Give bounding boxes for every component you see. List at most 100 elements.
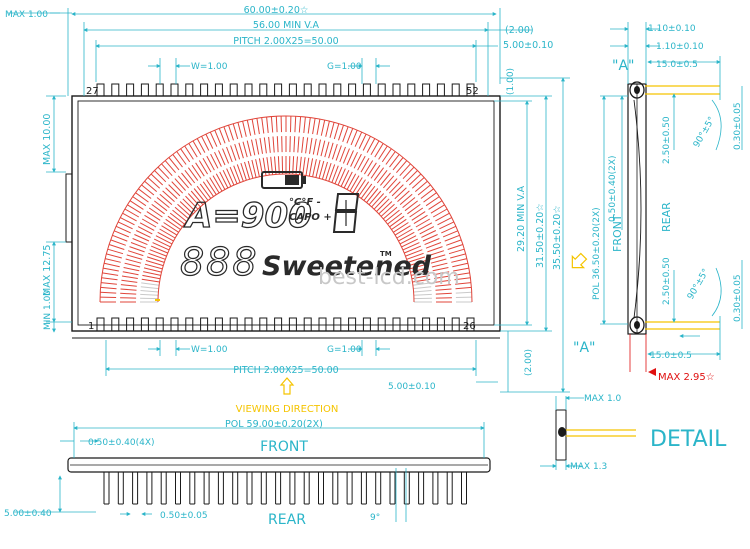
bottom-pin-length-dim: 5.00±0.10 (388, 382, 436, 392)
arc-segment (145, 181, 157, 191)
arc-segment (160, 194, 172, 204)
arc-segment (122, 276, 138, 279)
arc-segment (125, 263, 141, 267)
bottom-pin (215, 318, 222, 331)
top-pin-row (97, 84, 474, 96)
arc-segment (316, 160, 320, 178)
bottom-pin (319, 318, 326, 331)
arc-segment (141, 287, 159, 289)
bottom-pin (408, 318, 415, 331)
arc-segment (395, 226, 410, 235)
arc-segment (392, 185, 403, 196)
arc-segment (262, 118, 264, 134)
side-curve (634, 100, 641, 318)
arc-segment (321, 120, 324, 136)
arc-segment (308, 118, 310, 134)
arc-segment (149, 208, 162, 217)
arc-segment (162, 164, 173, 176)
arc-segment (112, 235, 127, 241)
arc-segment (396, 161, 406, 173)
arc-segment (247, 141, 251, 157)
top-pin (423, 84, 430, 96)
min-1-dim: MIN 1.00 (43, 290, 53, 330)
arc-segment (403, 198, 415, 208)
arc-segment (424, 193, 437, 202)
arc-segment (317, 140, 320, 156)
top-pin (156, 84, 163, 96)
arc-segment (247, 120, 250, 136)
arc-segment (406, 171, 417, 182)
arc-segment (158, 232, 174, 241)
arc-segment (156, 236, 172, 244)
top-pin (408, 84, 415, 96)
bottom-rear-label: REAR (268, 512, 306, 528)
bottom-pin-width: 0.50±0.05 (160, 511, 208, 521)
arc-segment (306, 137, 308, 153)
arc-segment (128, 251, 143, 256)
big-digit-8 (334, 194, 358, 232)
arc-segment (414, 291, 432, 293)
arc-segment (456, 292, 472, 293)
arc-segment (393, 158, 403, 170)
arc-segment (188, 168, 197, 181)
arc-segment (397, 229, 413, 238)
arc-segment (336, 146, 341, 161)
side-tab (66, 174, 72, 242)
tm-mark: TM (380, 250, 392, 258)
arc-segment (142, 275, 160, 278)
arc-segment (133, 197, 146, 206)
arc-segment (243, 121, 247, 137)
arc-segment (157, 198, 169, 208)
arc-segment (231, 146, 236, 161)
side-dim-150-bottom: 15.0±0.5 (650, 351, 692, 361)
arc-segment (414, 294, 432, 295)
arc-segment (199, 161, 207, 175)
top-side-gap-dim: (2.00) (505, 25, 534, 36)
arc-segment (294, 136, 295, 152)
arc-segment (213, 176, 222, 192)
arc-segment (446, 240, 461, 245)
arc-segment (239, 143, 244, 158)
arc-segment (443, 231, 458, 237)
arc-segment (104, 263, 120, 266)
arc-segment (142, 185, 154, 195)
bottom-pin (112, 318, 119, 331)
arc-segment (153, 243, 170, 250)
top-pin (141, 84, 148, 96)
top-pin (363, 84, 370, 96)
bottom-leg-pins (104, 472, 467, 504)
side-pitch-dim: 0.50±0.40(2X) (608, 155, 618, 222)
left-dimension-lines (8, 13, 72, 332)
arc-segment (175, 179, 186, 191)
arc-segment (143, 272, 161, 276)
side-angle-bottom: 90°±5° (686, 267, 712, 301)
side-dim-110b: 1.10±0.10 (656, 42, 704, 52)
arc-segment (162, 226, 177, 235)
top-pin (230, 84, 237, 96)
arc-segment (415, 181, 427, 191)
arc-segment (368, 163, 377, 176)
arc-segment (177, 152, 186, 165)
arc-segment (169, 185, 180, 196)
arc-segment (451, 259, 467, 263)
arc-segment (196, 163, 205, 176)
arc-segment (399, 232, 415, 241)
side-dimension-lines (600, 22, 742, 372)
unit-bottom-text: CAPO + (289, 212, 332, 223)
arc-segment (256, 159, 260, 177)
side-dim-110: 1.10±0.10 (648, 24, 696, 34)
arc-segment (416, 219, 430, 227)
top-g-dim: G=1.00 (327, 62, 362, 72)
arc-segment (329, 143, 334, 158)
arc-segment (178, 176, 188, 188)
side-dim-150-top: 15.0±0.5 (656, 60, 698, 70)
bottom-pin (141, 318, 148, 331)
arc-segment (400, 164, 411, 176)
top-pin (112, 84, 119, 96)
arc-segment (313, 139, 316, 155)
arc-segment (235, 144, 240, 159)
arc-segment (364, 161, 372, 175)
arc-segment (229, 125, 234, 140)
